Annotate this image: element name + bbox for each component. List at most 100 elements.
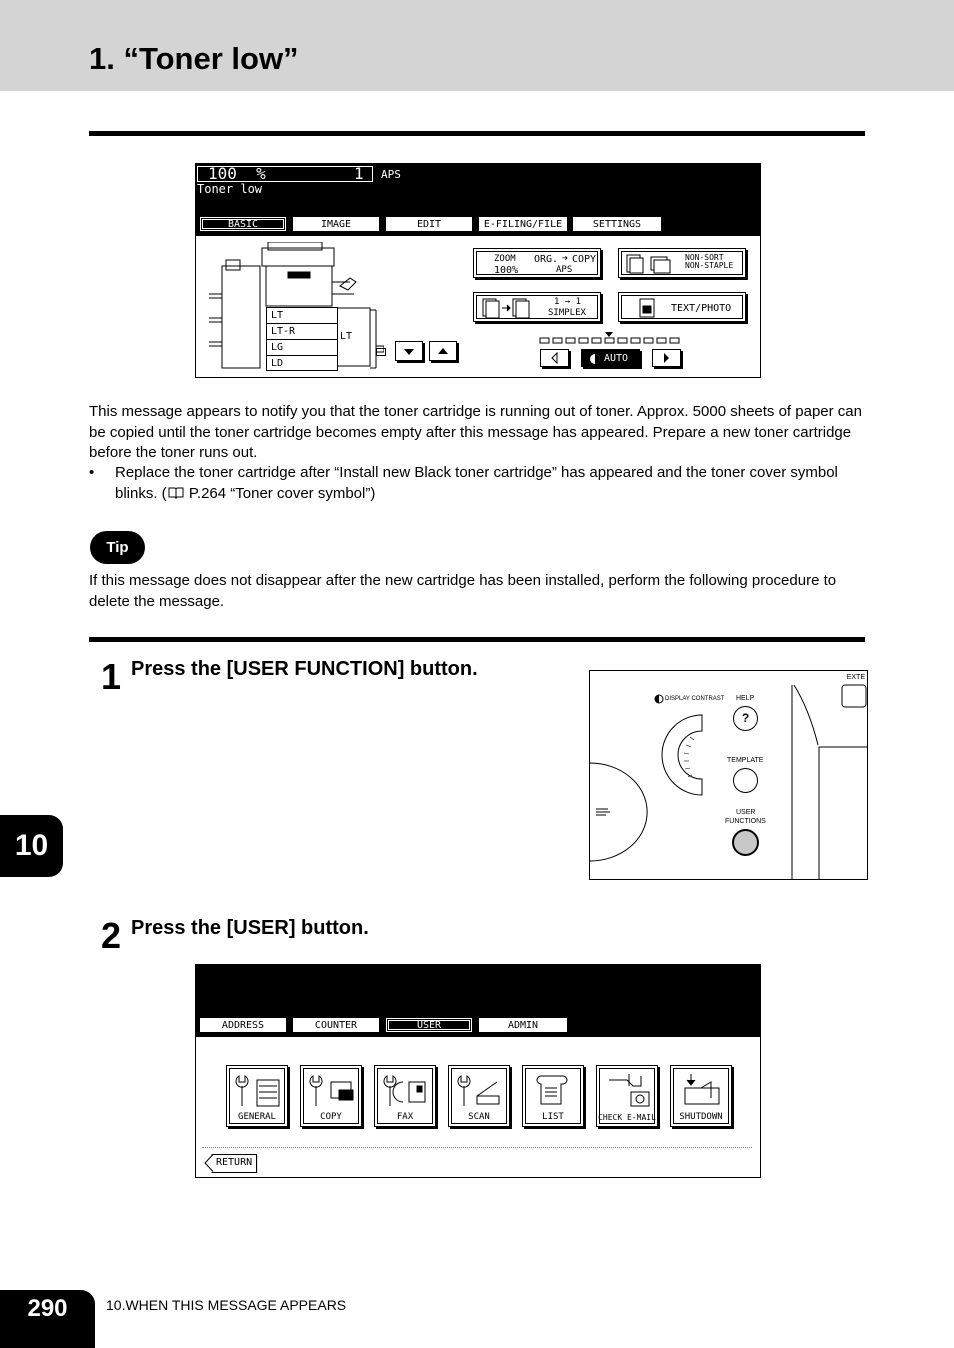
- tab-user[interactable]: USER: [386, 1018, 472, 1032]
- copy-label: COPY: [320, 1112, 342, 1122]
- tab-admin[interactable]: ADMIN: [479, 1018, 567, 1032]
- tab-counter[interactable]: COUNTER: [293, 1018, 379, 1032]
- bullet-text-2: P.264 “Toner cover symbol”): [184, 484, 376, 502]
- general-icon: [235, 1075, 280, 1107]
- drawer-2[interactable]: LT-R: [267, 324, 337, 340]
- scan-label: SCAN: [468, 1112, 490, 1122]
- check-email-button[interactable]: CHECK E-MAIL: [596, 1065, 658, 1127]
- aps-indicator: APS: [381, 168, 401, 181]
- page-number: 290: [0, 1290, 95, 1348]
- fax-label: FAX: [396, 1112, 414, 1122]
- drawer-list: LT LT-R LG LD: [266, 307, 338, 371]
- bullet-item: Replace the toner cartridge after “Insta…: [115, 463, 865, 504]
- copy-label: COPY: [572, 254, 597, 265]
- zoom-value: 100 %: [208, 164, 266, 183]
- copier-machine-icon: [209, 242, 384, 369]
- tip-text: If this message does not disappear after…: [89, 572, 837, 610]
- user-functions-button[interactable]: [732, 829, 759, 856]
- bypass-size: LT: [340, 331, 353, 342]
- tab-settings[interactable]: SETTINGS: [573, 217, 661, 231]
- general-label: GENERAL: [238, 1112, 276, 1122]
- bullet-mark: •: [89, 464, 95, 481]
- tab-e-filing[interactable]: E-FILING/FILE: [479, 217, 567, 231]
- help-button[interactable]: ?: [733, 706, 758, 731]
- list-icon: [536, 1075, 568, 1105]
- aps-value-label: APS: [556, 265, 573, 275]
- check-email-label: CHECK E-MAIL: [598, 1113, 656, 1122]
- copier-basic-screen: 100 % 1 APS Toner low BASIC IMAGE EDIT E…: [195, 163, 761, 378]
- fax-icon: [383, 1075, 426, 1106]
- original-mode-button[interactable]: TEXT/PHOTO: [618, 292, 746, 322]
- duplex-icon: [482, 298, 530, 319]
- user-functions-screen: ADDRESS COUNTER USER ADMIN GENERAL COPY …: [195, 964, 761, 1178]
- up-arrow-icon: [438, 348, 448, 354]
- divider: [202, 1147, 752, 1148]
- shutdown-label: SHUTDOWN: [679, 1112, 723, 1122]
- tab-address[interactable]: ADDRESS: [200, 1018, 286, 1032]
- left-arrow-icon: [551, 351, 558, 365]
- header-band: [0, 0, 954, 91]
- list-scroll-icon: [376, 348, 386, 356]
- book-icon: [168, 487, 184, 499]
- help-label: HELP: [736, 695, 755, 702]
- status-area: 100 % 1 APS Toner low BASIC IMAGE EDIT E…: [196, 164, 760, 236]
- tab-image[interactable]: IMAGE: [293, 217, 379, 231]
- drawer-4[interactable]: LD: [271, 358, 284, 369]
- non-staple-label: NON-STAPLE: [685, 261, 734, 270]
- return-edge-icon: [204, 1154, 214, 1172]
- text-photo-icon: [639, 298, 655, 318]
- simplex-label: SIMPLEX: [548, 308, 586, 318]
- drawer-1[interactable]: LT: [267, 308, 337, 324]
- density-auto-button[interactable]: AUTO: [581, 349, 640, 367]
- auto-label: AUTO: [604, 353, 629, 364]
- copy-button[interactable]: COPY: [300, 1065, 362, 1127]
- footer-section: 10.WHEN THIS MESSAGE APPEARS: [106, 1297, 347, 1313]
- list-label: LIST: [542, 1112, 564, 1122]
- text-photo-label: TEXT/PHOTO: [671, 303, 732, 314]
- chapter-tab: 10: [0, 815, 63, 877]
- zoom-org-copy-button[interactable]: ZOOM 100% ORG. ➔ COPY APS: [473, 248, 601, 278]
- sort-staple-button[interactable]: NON-SORT NON-STAPLE: [618, 248, 746, 278]
- drawer-3[interactable]: LG: [267, 340, 337, 356]
- copy-icon: [309, 1075, 354, 1106]
- non-sort-label: NON-SORT: [685, 253, 724, 262]
- panel-outline-icon: [590, 684, 867, 879]
- tip-badge: Tip: [90, 531, 145, 564]
- density-darker-button[interactable]: [652, 349, 681, 367]
- list-button[interactable]: LIST: [522, 1065, 584, 1127]
- scan-button[interactable]: SCAN: [448, 1065, 510, 1127]
- contrast-icon: [654, 694, 664, 704]
- org-label: ORG.: [534, 254, 559, 265]
- copy-count: 1: [354, 164, 364, 183]
- down-arrow-icon: [404, 349, 414, 355]
- shutdown-button[interactable]: SHUTDOWN: [670, 1065, 732, 1127]
- scroll-down-button[interactable]: [395, 341, 423, 361]
- page-title: 1. “Toner low”: [89, 41, 299, 76]
- scroll-up-button[interactable]: [429, 341, 457, 361]
- fax-button[interactable]: FAX: [374, 1065, 436, 1127]
- zoom-label: ZOOM: [494, 254, 516, 264]
- display-contrast-label: DISPLAY CONTRAST: [665, 696, 725, 702]
- user-functions-label-1: USER: [736, 809, 756, 816]
- intro-paragraph: This message appears to notify you that …: [89, 403, 862, 461]
- step-1-number: 1: [101, 656, 122, 697]
- arrow-icon: ➔: [562, 253, 569, 264]
- section-rule: [89, 131, 865, 136]
- template-button[interactable]: [733, 768, 758, 793]
- shutdown-icon: [684, 1074, 720, 1105]
- user-functions-label-2: FUNCTIONS: [725, 818, 766, 825]
- duplex-button[interactable]: 1 → 1 SIMPLEX: [473, 292, 601, 322]
- general-button[interactable]: GENERAL: [226, 1065, 288, 1127]
- auto-icon: [590, 354, 600, 364]
- density-lighter-button[interactable]: [540, 349, 569, 367]
- tab-edit[interactable]: EDIT: [386, 217, 472, 231]
- status-message: Toner low: [197, 182, 263, 196]
- zoom-value-label: 100%: [494, 265, 519, 276]
- scan-icon: [457, 1075, 500, 1106]
- step-rule: [89, 637, 865, 642]
- sort-icon: [626, 254, 671, 274]
- return-button[interactable]: RETURN: [204, 1154, 258, 1173]
- duplex-mode: 1 → 1: [554, 297, 582, 307]
- tab-basic[interactable]: BASIC: [200, 217, 286, 231]
- bullet-text-1: Replace the toner cartridge after “Insta…: [115, 464, 838, 502]
